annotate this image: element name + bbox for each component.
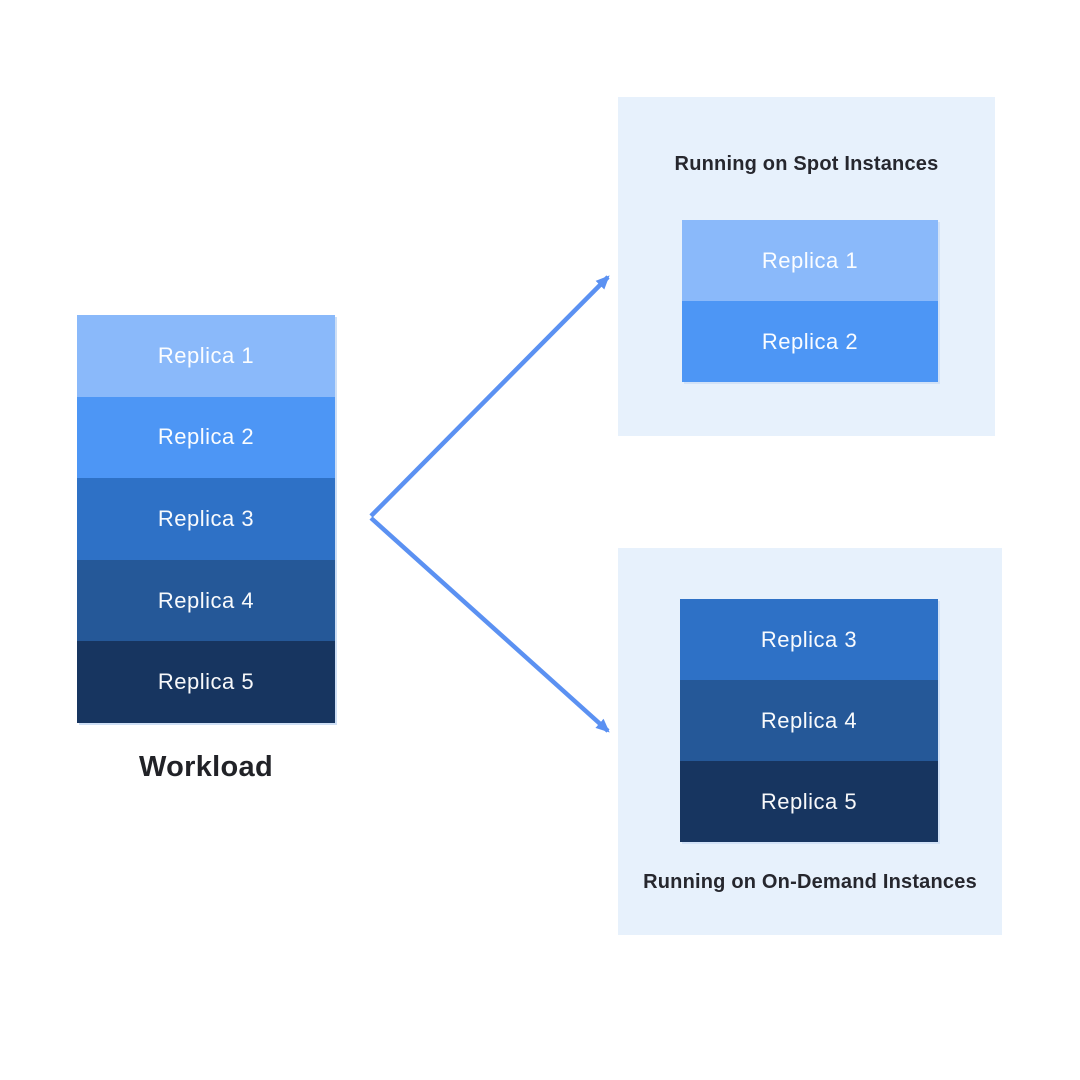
replica-box-replica-1: Replica 1 — [682, 220, 938, 301]
arrow-to-ondemand — [369, 516, 610, 733]
replica-box-replica-1: Replica 1 — [77, 315, 335, 397]
replica-box-replica-4: Replica 4 — [680, 680, 938, 761]
replica-box-replica-5: Replica 5 — [680, 761, 938, 842]
spot-panel-title: Running on Spot Instances — [674, 153, 939, 175]
replica-box-replica-5: Replica 5 — [77, 641, 335, 723]
replica-box-replica-4: Replica 4 — [77, 559, 335, 642]
replica-box-replica-3: Replica 3 — [680, 599, 938, 680]
replica-box-replica-2: Replica 2 — [682, 301, 938, 382]
replica-box-replica-2: Replica 2 — [77, 396, 335, 479]
ondemand-panel-title: Running on On-Demand Instances — [643, 871, 977, 893]
workload-label: Workload — [139, 751, 273, 783]
replica-box-replica-3: Replica 3 — [77, 478, 335, 560]
arrow-to-spot — [369, 275, 610, 518]
